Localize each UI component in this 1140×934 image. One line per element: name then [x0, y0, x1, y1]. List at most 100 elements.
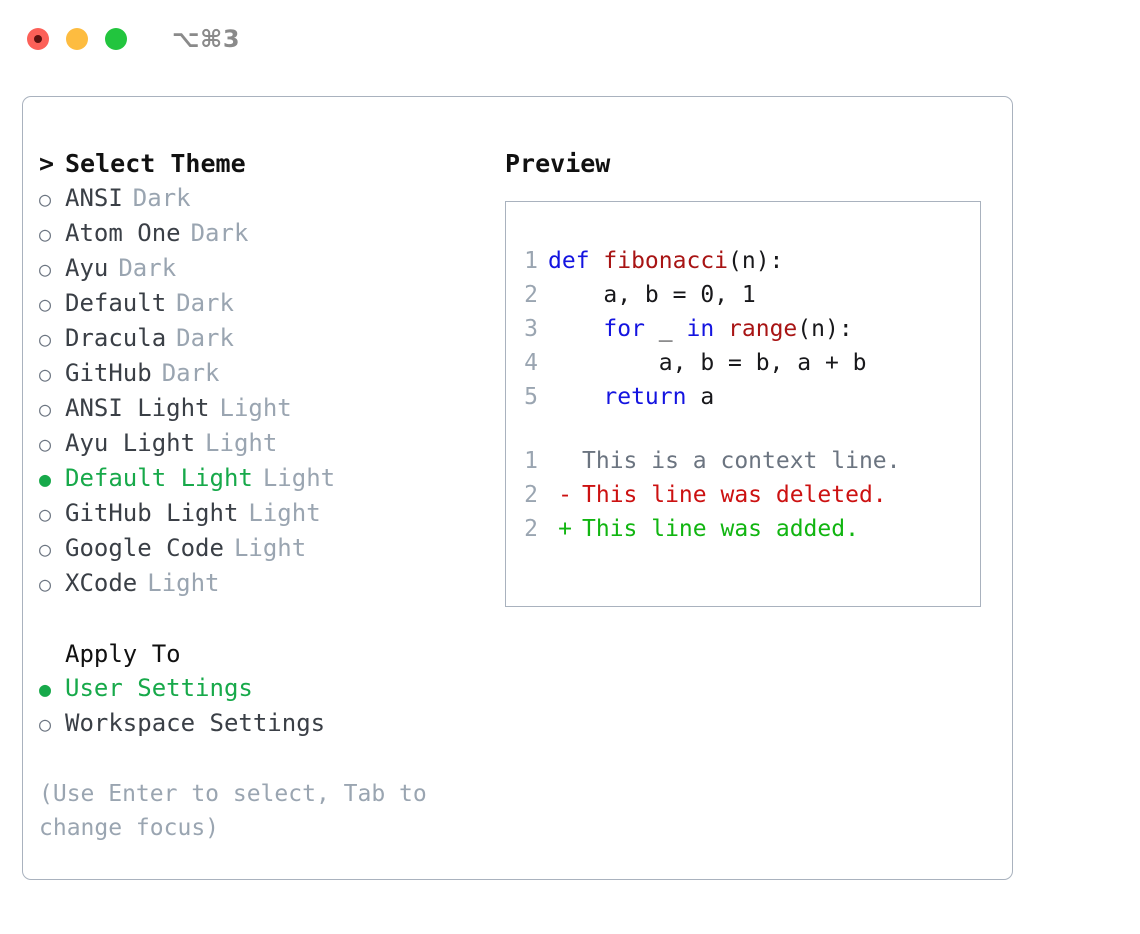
code-token-fn: range [728, 316, 798, 342]
theme-option-label: ANSI Light [65, 394, 210, 422]
radio-unselected-icon: ○ [39, 537, 52, 561]
theme-option-label: Dracula [65, 324, 167, 352]
radio-unselected-icon: ○ [39, 187, 52, 211]
code-line: 3 for _ in range(n): [506, 312, 980, 346]
code-line-number: 4 [524, 350, 538, 376]
radio-unselected-icon: ○ [39, 572, 52, 596]
theme-option-label: ANSI [65, 184, 123, 212]
code-line-content: for _ in range(n): [548, 312, 853, 346]
apply-to-option-label: Workspace Settings [65, 709, 326, 737]
code-token-pun: (n): [797, 316, 853, 342]
minimize-window-button[interactable] [66, 28, 88, 50]
theme-option-tag: Dark [176, 289, 234, 317]
code-line: 2 a, b = 0, 1 [506, 278, 980, 312]
diff-sample: 1 This is a context line. 2-This line was… [506, 444, 980, 546]
code-line-number: 5 [524, 384, 538, 410]
code-line-content: a, b = b, a + b [548, 346, 867, 380]
title-bar: ⌥⌘3 [0, 0, 1140, 78]
radio-unselected-icon: ○ [39, 502, 52, 526]
diff-line-number: 1 [524, 448, 538, 474]
select-theme-title: Select Theme [65, 149, 246, 178]
code-token-fn: fibonacci [603, 248, 729, 274]
maximize-window-button[interactable] [105, 28, 127, 50]
theme-option-tag: Light [262, 464, 336, 492]
theme-option-label: Google Code [65, 534, 224, 562]
apply-to-list: ● User Settings ○ Workspace Settings [39, 671, 501, 741]
theme-option-label: XCode [65, 569, 138, 597]
code-line-content: def fibonacci(n): [548, 244, 783, 278]
code-token-plain: a, b = b, a + b [548, 350, 867, 376]
code-token-plain: _ [644, 316, 687, 342]
close-icon [34, 35, 42, 43]
close-window-button[interactable] [27, 28, 49, 50]
code-line-number: 2 [524, 282, 538, 308]
code-token-plain [714, 316, 728, 342]
code-token-kw: def [548, 248, 604, 274]
theme-option-tag: Light [205, 429, 278, 457]
code-line-number: 1 [524, 248, 538, 274]
code-token-plain: a, b = 0, 1 [548, 282, 756, 308]
diff-line-ctx: 1 This is a context line. [506, 444, 980, 478]
radio-unselected-icon: ○ [39, 712, 52, 736]
code-line-number: 3 [524, 316, 538, 342]
diff-line-add: 2 + This line was added. [506, 512, 980, 546]
diff-marker-icon: + [558, 516, 572, 542]
code-line: 4 a, b = b, a + b [506, 346, 980, 380]
code-token-pun: (n): [728, 248, 784, 274]
theme-option-label: Atom One [65, 219, 181, 247]
prompt-caret-icon: > [39, 149, 55, 178]
code-line: 1 def fibonacci(n): [506, 244, 980, 278]
theme-option-label: Ayu [65, 254, 109, 282]
code-token-plain [548, 316, 603, 342]
diff-marker-icon [548, 444, 582, 478]
apply-to-header: Apply To [39, 637, 501, 671]
theme-option-tag: Light [248, 499, 321, 527]
radio-unselected-icon: ○ [39, 257, 52, 281]
code-token-plain: a [686, 384, 715, 410]
diff-marker-icon: - [558, 482, 572, 508]
apply-to-option-workspace-settings[interactable]: ○ Workspace Settings [39, 706, 501, 741]
theme-option-tag: Dark [176, 324, 234, 352]
apply-to-option-label: User Settings [65, 674, 253, 702]
theme-option-dracula[interactable]: ○ Dracula Dark [39, 321, 501, 356]
theme-option-xcode[interactable]: ○ XCode Light [39, 566, 501, 601]
theme-option-tag: Dark [118, 254, 177, 282]
apply-to-option-user-settings[interactable]: ● User Settings [39, 671, 501, 706]
diff-line-number: 2 [524, 482, 538, 508]
radio-unselected-icon: ○ [39, 397, 52, 421]
diff-line-number: 2 [524, 516, 538, 542]
keyboard-shortcut-label: ⌥⌘3 [172, 25, 241, 53]
theme-option-tag: Light [233, 534, 307, 562]
theme-option-google-code[interactable]: ○ Google Code Light [39, 531, 501, 566]
radio-selected-icon: ● [39, 467, 52, 491]
radio-unselected-icon: ○ [39, 327, 52, 351]
radio-unselected-icon: ○ [39, 222, 52, 246]
radio-selected-icon: ● [39, 677, 52, 701]
radio-unselected-icon: ○ [39, 292, 52, 316]
apply-to-title: Apply To [65, 640, 181, 668]
diff-line-text: This line was added. [582, 516, 859, 542]
code-token-kw: return [603, 384, 687, 410]
code-token-plain [548, 384, 603, 410]
code-token-kw: for [603, 316, 645, 342]
theme-option-ayu[interactable]: ○ Ayu Dark [39, 251, 501, 286]
diff-line-text: This is a context line. [582, 448, 901, 474]
theme-option-tag: Light [147, 569, 220, 597]
code-token-kw: in [686, 316, 715, 342]
